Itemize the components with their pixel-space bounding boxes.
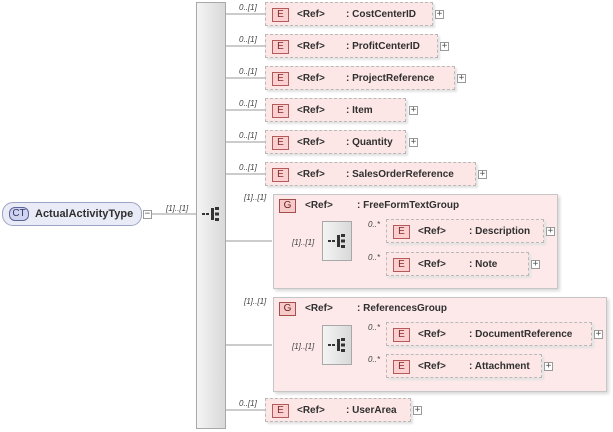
group-occurrence-label: [1]..[1]: [244, 297, 267, 306]
ref-label: <Ref>: [297, 405, 325, 416]
ref-label: <Ref>: [297, 137, 325, 148]
sequence-icon: [202, 207, 219, 221]
occurrence-label: 0..[1]: [239, 163, 257, 172]
inner-sequence-compositor[interactable]: [322, 221, 352, 261]
element-badge: E: [393, 225, 410, 239]
group-name: : FreeFormTextGroup: [357, 200, 460, 211]
element-profitcenterid[interactable]: E <Ref> : ProfitCenterID: [265, 34, 438, 58]
element-badge: E: [393, 328, 410, 342]
sequence-icon: [328, 234, 345, 248]
group-badge: G: [279, 199, 296, 213]
complex-type-node[interactable]: CT ActualActivityType: [2, 202, 142, 226]
occurrence-label: 0..*: [368, 253, 381, 262]
expand-icon[interactable]: +: [409, 137, 418, 147]
occurrence-label: 0..[1]: [239, 99, 257, 108]
ref-label: <Ref>: [297, 105, 325, 116]
sequence-occurrence: [1]..[1]: [166, 204, 189, 213]
ref-label: <Ref>: [305, 303, 333, 314]
element-userarea[interactable]: E <Ref> : UserArea: [265, 398, 411, 422]
expand-icon[interactable]: +: [457, 73, 466, 83]
element-name: : DocumentReference: [469, 329, 573, 340]
complex-type-name: ActualActivityType: [35, 208, 134, 220]
element-badge: E: [272, 72, 289, 86]
element-name: : Note: [469, 259, 498, 270]
occurrence-label: 0..[1]: [239, 399, 257, 408]
occurrence-label: 0..[1]: [239, 131, 257, 140]
complex-type-badge: CT: [9, 207, 29, 221]
element-costcenterid[interactable]: E <Ref> : CostCenterID: [265, 2, 433, 26]
element-projectreference[interactable]: E <Ref> : ProjectReference: [265, 66, 455, 90]
expand-icon[interactable]: +: [544, 361, 553, 371]
expand-icon[interactable]: +: [531, 259, 540, 269]
element-name: : Item: [346, 105, 373, 116]
ref-label: <Ref>: [418, 226, 446, 237]
ref-label: <Ref>: [297, 9, 325, 20]
ref-label: <Ref>: [418, 361, 446, 372]
element-badge: E: [272, 136, 289, 150]
ref-label: <Ref>: [305, 200, 333, 211]
element-attachment[interactable]: E <Ref> : Attachment: [386, 354, 542, 378]
ref-label: <Ref>: [297, 73, 325, 84]
group-badge: G: [279, 302, 296, 316]
element-name: : ProjectReference: [346, 73, 435, 84]
group-name: : ReferencesGroup: [357, 303, 448, 314]
group-occurrence-label: [1]..[1]: [244, 193, 267, 202]
expand-icon[interactable]: +: [440, 41, 449, 51]
occurrence-label: 0..*: [368, 355, 381, 364]
expand-icon[interactable]: +: [409, 105, 418, 115]
element-documentreference[interactable]: E <Ref> : DocumentReference: [386, 322, 592, 346]
inner-sequence-occurrence: [1]..[1]: [292, 342, 315, 351]
sequence-icon: [328, 338, 345, 352]
element-item[interactable]: E <Ref> : Item: [265, 98, 406, 122]
element-badge: E: [272, 404, 289, 418]
element-quantity[interactable]: E <Ref> : Quantity: [265, 130, 406, 154]
ref-label: <Ref>: [418, 259, 446, 270]
element-name: : Description: [469, 226, 531, 237]
expand-icon[interactable]: +: [478, 169, 487, 179]
element-name: : Quantity: [346, 137, 393, 148]
element-badge: E: [393, 360, 410, 374]
element-name: : SalesOrderReference: [346, 169, 454, 180]
element-salesorderreference[interactable]: E <Ref> : SalesOrderReference: [265, 162, 476, 186]
expand-icon[interactable]: +: [546, 226, 555, 236]
collapse-toggle-icon[interactable]: −: [143, 209, 152, 219]
element-badge: E: [272, 104, 289, 118]
element-badge: E: [272, 168, 289, 182]
element-description[interactable]: E <Ref> : Description: [386, 219, 544, 243]
element-badge: E: [272, 8, 289, 22]
expand-icon[interactable]: +: [435, 9, 444, 19]
ref-label: <Ref>: [297, 41, 325, 52]
element-note[interactable]: E <Ref> : Note: [386, 252, 529, 276]
element-name: : UserArea: [346, 405, 397, 416]
expand-icon[interactable]: +: [594, 329, 603, 339]
occurrence-label: 0..[1]: [239, 3, 257, 12]
ref-label: <Ref>: [418, 329, 446, 340]
occurrence-label: 0..[1]: [239, 35, 257, 44]
element-badge: E: [393, 258, 410, 272]
ref-label: <Ref>: [297, 169, 325, 180]
element-name: : ProfitCenterID: [346, 41, 420, 52]
occurrence-label: 0..[1]: [239, 67, 257, 76]
element-name: : CostCenterID: [346, 9, 417, 20]
expand-icon[interactable]: +: [413, 405, 422, 415]
occurrence-label: 0..*: [368, 323, 381, 332]
element-badge: E: [272, 40, 289, 54]
inner-sequence-occurrence: [1]..[1]: [292, 238, 315, 247]
occurrence-label: 0..*: [368, 220, 381, 229]
element-name: : Attachment: [469, 361, 530, 372]
